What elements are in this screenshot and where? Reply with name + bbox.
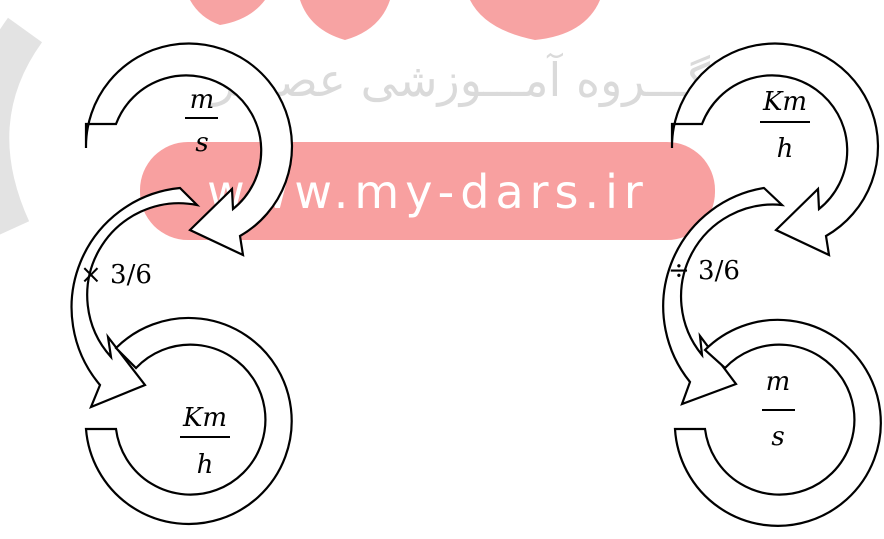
right-top-circular-arrow [670, 42, 880, 257]
watermark-logo-arc [0, 17, 43, 235]
right-bottom-circular-arrow [673, 318, 882, 527]
left-conversion: m s × 3/6 Km h [70, 42, 294, 526]
right-conversion: Km h ÷ 3/6 m s [662, 42, 882, 527]
watermark-top-shape [190, 0, 265, 25]
right-bottom-denominator: s [771, 422, 784, 452]
left-factor-label: × 3/6 [80, 260, 152, 290]
left-bottom-circular-arrow [84, 316, 293, 526]
left-middle-curved-arrow [70, 186, 201, 410]
right-bottom-numerator: m [766, 367, 791, 397]
left-top-numerator: m [190, 85, 215, 115]
left-top-circular-arrow [84, 42, 294, 257]
right-factor-label: ÷ 3/6 [668, 256, 740, 286]
right-top-numerator: Km [762, 87, 807, 117]
right-top-denominator: h [777, 134, 794, 164]
left-bottom-numerator: Km [182, 403, 227, 433]
watermark-top-shape-3 [470, 0, 600, 40]
left-top-denominator: s [195, 128, 208, 158]
left-bottom-denominator: h [197, 450, 214, 480]
watermark-brand-text: گـــروه آمـــوزشی عصـــر [211, 53, 710, 108]
watermark-top-shape-2 [300, 0, 390, 40]
